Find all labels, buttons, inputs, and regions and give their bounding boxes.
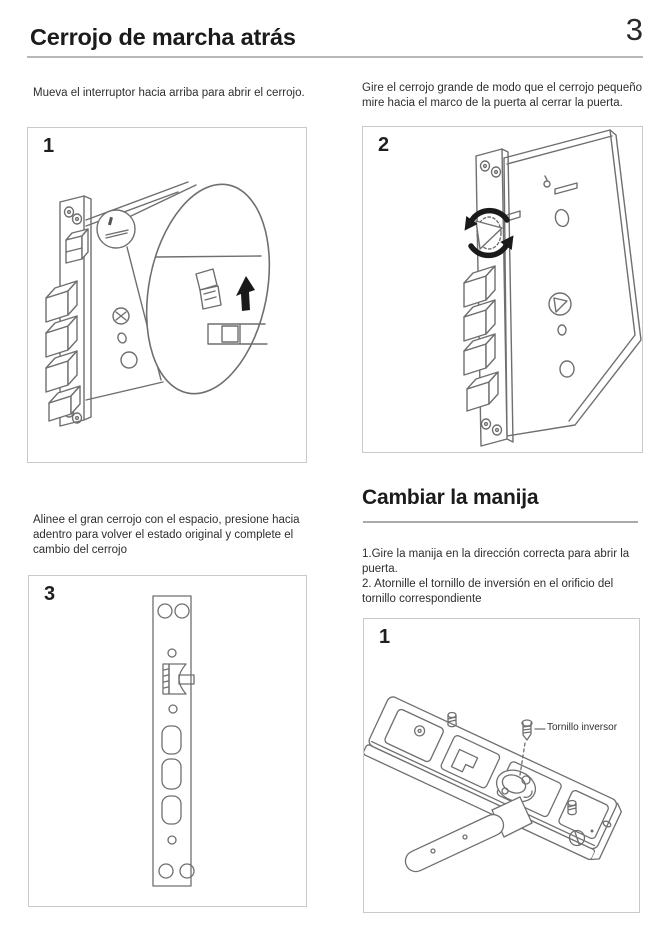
step2-instruction: Gire el cerrojo grande de modo que el ce… [362, 82, 643, 109]
figure-4-handle-illustration [364, 696, 623, 873]
figure-2-lock-rotate-illustration [463, 129, 642, 447]
magnifier-source-circle [96, 209, 136, 249]
title-divider [27, 56, 643, 58]
figure-3-panel: 3 [28, 575, 307, 907]
manija-instructions: 1.Gire la manija en la dirección correct… [362, 548, 630, 605]
section-divider [363, 521, 638, 523]
latch-bolt [65, 228, 89, 264]
step3-instruction: Alinee el gran cerrojo con el espacio, p… [33, 514, 300, 556]
magnifier-cone-top [130, 184, 197, 217]
page-title: Cerrojo de marcha atrás [30, 24, 296, 50]
up-arrow-icon [236, 276, 255, 311]
pin-hole [167, 648, 177, 658]
figure-3-faceplate-illustration [152, 595, 195, 887]
figure-1-lock-switch-illustration [45, 181, 271, 427]
page-number: 3 [625, 12, 643, 47]
inversion-screw [519, 719, 533, 776]
step1-instruction: Mueva el interruptor hacia arriba para a… [33, 87, 305, 99]
figure-2-panel: 2 [362, 126, 643, 453]
screw-holes-top [157, 603, 190, 619]
figure-1-number: 1 [43, 135, 55, 157]
figure-4-panel: 1 Tornillo inversor [363, 618, 640, 913]
magnifier-lens [145, 183, 271, 395]
slider-slot [207, 323, 268, 345]
switch [195, 268, 222, 310]
rotation-arrow-icon [464, 207, 514, 259]
faceplate-front [152, 595, 192, 887]
latch-tab [506, 210, 521, 222]
tornillo-inversor-label: Tornillo inversor [547, 722, 618, 733]
handle-hub [495, 769, 537, 803]
screw-holes-bottom [158, 863, 195, 879]
screw-post [567, 799, 577, 816]
handle-backplate [364, 696, 623, 861]
deadbolt-cubes [45, 280, 81, 422]
latch-cutout [162, 663, 195, 695]
lock-body [503, 129, 642, 437]
figure-1-panel: 1 [27, 127, 307, 463]
pin-hole [167, 835, 177, 845]
bolt-cutouts [161, 725, 182, 825]
handle-lever [404, 796, 533, 873]
figure-2-number: 2 [378, 134, 390, 156]
pin-hole [168, 704, 178, 714]
section-heading-manija: Cambiar la manija [362, 486, 539, 509]
figure-4-number: 1 [379, 626, 391, 648]
deadbolt-cubes [463, 265, 499, 412]
latch-bolt [475, 216, 503, 250]
screw-post [447, 711, 457, 728]
figure-3-number: 3 [44, 583, 56, 605]
cylinder-detail [568, 820, 612, 847]
